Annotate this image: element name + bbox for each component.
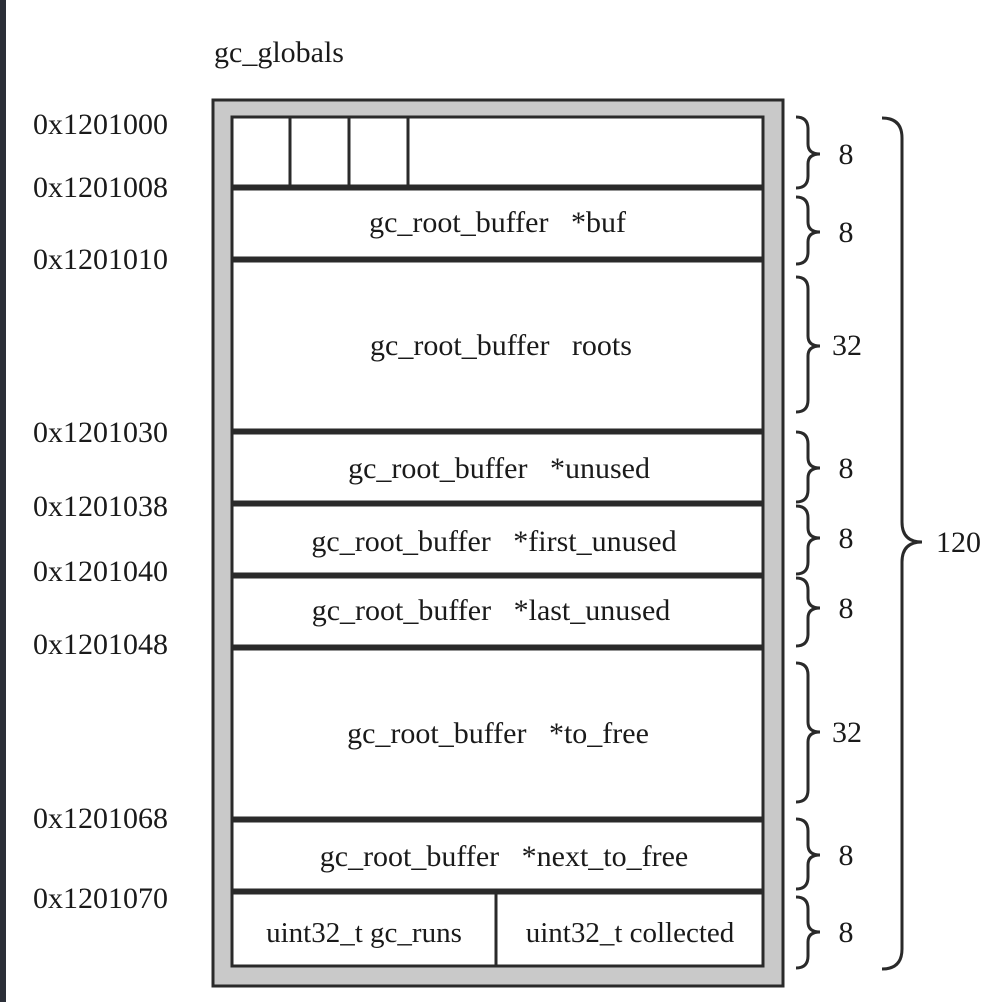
total-size-label: 120 <box>936 526 981 559</box>
size-brace <box>795 504 821 576</box>
size-brace <box>795 275 821 414</box>
field-label: gc_root_buffer *next_to_free <box>320 840 688 873</box>
field-label-gc-runs: uint32_t gc_runs <box>266 917 462 949</box>
address-label: 0x1201000 <box>33 108 168 141</box>
field-label-collected: uint32_t collected <box>526 917 735 949</box>
address-label: 0x1201070 <box>33 882 168 915</box>
field-box <box>230 647 765 820</box>
size-label: 8 <box>839 592 854 625</box>
field-box <box>230 259 765 432</box>
page-left-edge <box>0 0 6 1002</box>
size-brace <box>795 817 821 891</box>
address-labels: 0x1201000 0x1201008 0x1201010 0x1201030 … <box>33 108 168 915</box>
size-brace <box>795 661 821 804</box>
struct-title: gc_globals <box>214 36 344 69</box>
field-box <box>230 187 765 260</box>
field-box <box>230 431 765 504</box>
field-row-counters: uint32_t gc_runs uint32_t collected <box>230 891 765 968</box>
field-label: gc_root_buffer *unused <box>348 452 650 485</box>
total-size-brace <box>881 116 923 971</box>
size-labels: 8 8 32 8 8 8 32 8 8 <box>832 138 862 949</box>
field-row-buf: gc_root_buffer *buf <box>230 187 765 260</box>
size-brace <box>795 430 821 504</box>
address-label: 0x1201068 <box>33 802 168 835</box>
field-row-roots: gc_root_buffer roots <box>230 259 765 432</box>
field-box <box>230 575 765 648</box>
size-brace <box>795 195 821 266</box>
field-row-flags <box>230 115 765 188</box>
field-row-to-free: gc_root_buffer *to_free <box>230 647 765 820</box>
field-box <box>230 819 765 892</box>
field-box <box>230 503 765 576</box>
address-label: 0x1201048 <box>33 628 168 661</box>
field-row-last-unused: gc_root_buffer *last_unused <box>230 575 765 648</box>
field-row-next-to-free: gc_root_buffer *next_to_free <box>230 819 765 892</box>
size-label: 32 <box>832 329 862 362</box>
size-label: 8 <box>839 916 854 949</box>
field-label: gc_root_buffer *to_free <box>347 717 649 750</box>
size-label: 8 <box>839 138 854 171</box>
field-row-unused: gc_root_buffer *unused <box>230 431 765 504</box>
field-label: gc_root_buffer *first_unused <box>311 525 676 558</box>
field-box <box>230 115 765 188</box>
address-label: 0x1201038 <box>33 490 168 523</box>
address-label: 0x1201010 <box>33 243 168 276</box>
address-label: 0x1201008 <box>33 171 168 204</box>
address-label: 0x1201040 <box>33 555 168 588</box>
field-row-first-unused: gc_root_buffer *first_unused <box>230 503 765 576</box>
size-label: 8 <box>839 452 854 485</box>
size-label: 8 <box>839 839 854 872</box>
size-label: 32 <box>832 716 862 749</box>
field-label: gc_root_buffer *last_unused <box>312 594 671 627</box>
size-braces <box>795 115 821 970</box>
address-label: 0x1201030 <box>33 416 168 449</box>
size-brace <box>795 895 821 970</box>
size-label: 8 <box>839 216 854 249</box>
field-label: gc_root_buffer roots <box>370 329 632 362</box>
size-brace <box>795 115 821 190</box>
field-label: gc_root_buffer *buf <box>369 206 626 239</box>
size-label: 8 <box>839 522 854 555</box>
size-brace <box>795 576 821 648</box>
